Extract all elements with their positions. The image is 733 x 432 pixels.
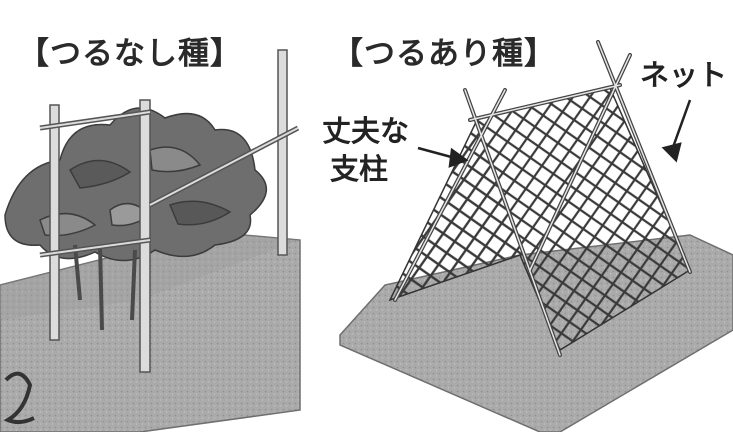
bush-type-title: 【つるなし種】: [18, 36, 242, 72]
pole-type-title: 【つるあり種】: [332, 36, 556, 72]
pole-label-line1: 丈夫な: [322, 114, 410, 148]
bush-bean-illustration: [0, 49, 301, 432]
net-pointer-arrow: [661, 99, 692, 163]
net-label: ネット: [640, 58, 728, 92]
bush-support-poles: [49, 49, 288, 373]
bush-foliage: [4, 107, 267, 262]
pole-bean-illustration: [339, 40, 733, 432]
pole-label-line2: 支柱: [330, 152, 389, 186]
pole-pointer-arrow: [417, 146, 469, 168]
bush-stems: [73, 244, 137, 331]
